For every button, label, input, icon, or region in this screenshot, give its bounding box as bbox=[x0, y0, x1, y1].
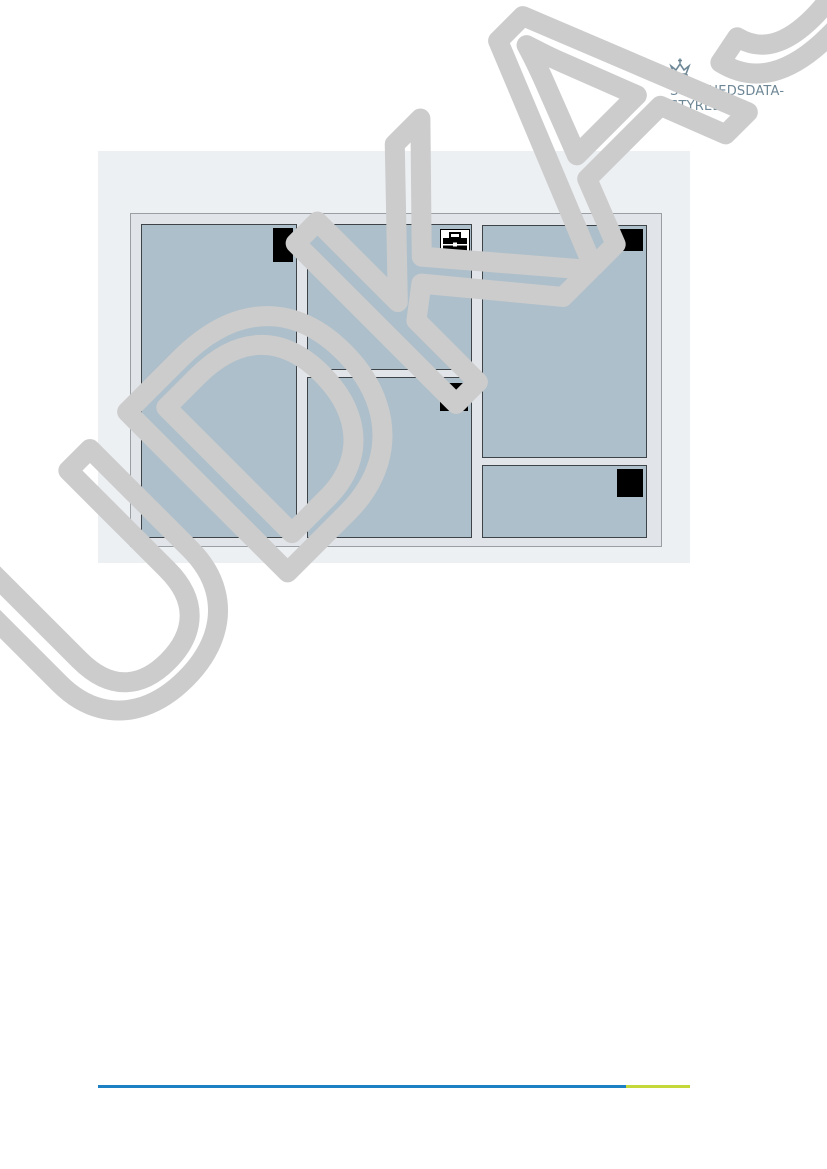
figure-area bbox=[98, 151, 690, 563]
diagram-frame bbox=[130, 213, 662, 547]
redacted-tag bbox=[273, 228, 293, 262]
briefcase-badge bbox=[440, 229, 470, 257]
diagram-panel-middle-bottom bbox=[307, 377, 472, 538]
diagram-panel-right-bottom bbox=[482, 465, 647, 538]
diagram-panel-left bbox=[141, 224, 297, 538]
diagram-panel-right-top bbox=[482, 225, 647, 458]
footer-bar-primary bbox=[98, 1085, 626, 1088]
briefcase-icon bbox=[443, 232, 467, 254]
logo-text-line1: SUNDHEDSDATA- bbox=[670, 84, 785, 99]
crown-icon bbox=[669, 58, 691, 79]
diagram-panel-middle-top bbox=[307, 224, 472, 370]
redacted-tag bbox=[440, 383, 468, 411]
logo-text-line2: STYRELSEN bbox=[670, 99, 747, 114]
redacted-tag bbox=[617, 469, 643, 497]
redacted-tag bbox=[612, 229, 643, 251]
footer-bar-accent bbox=[626, 1085, 690, 1088]
